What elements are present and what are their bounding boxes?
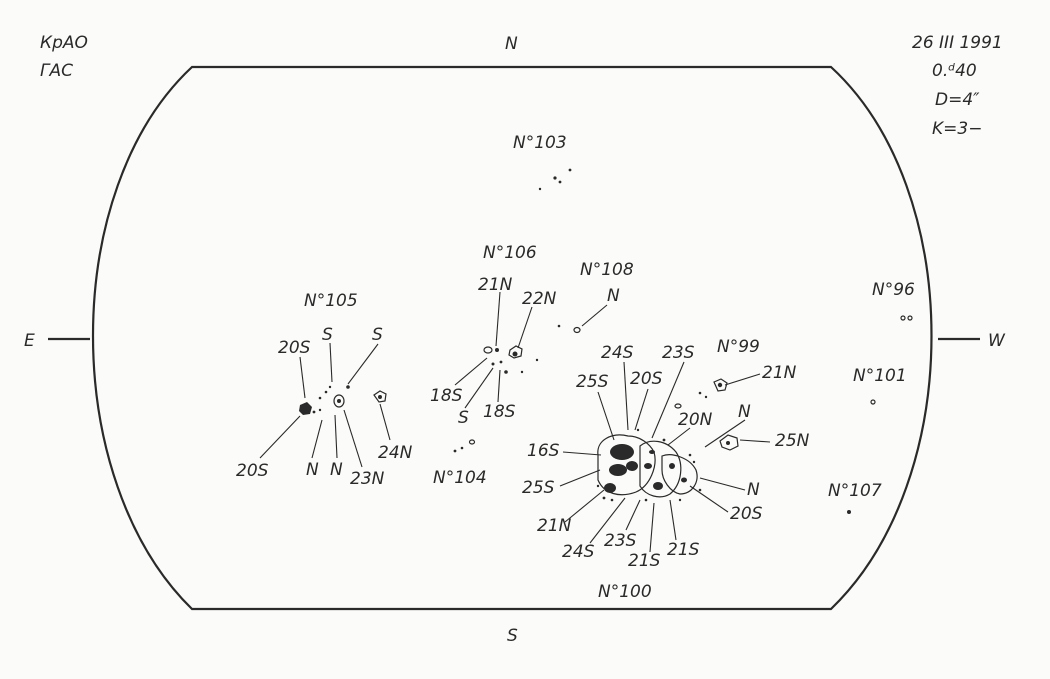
region-99-label-20n: 20N xyxy=(678,410,713,430)
east-label: E xyxy=(24,331,35,351)
region-106-label-18s-b: 18S xyxy=(483,402,516,422)
region-99-label-n: N xyxy=(738,402,751,422)
south-label: S xyxy=(507,626,518,646)
region-105-label-s-a: S xyxy=(322,325,333,345)
region-100-label-23s-b: 23S xyxy=(604,531,637,551)
west-label: W xyxy=(988,331,1006,351)
region-100-label: N°100 xyxy=(598,582,652,602)
region-104-label: N°104 xyxy=(433,468,487,488)
region-100-label-21n: 21N xyxy=(537,516,572,536)
region-105-label: N°105 xyxy=(304,291,358,311)
region-100-label-21s-b: 21S xyxy=(667,540,700,560)
region-99: N°99 21N N 25N 20N xyxy=(678,337,810,451)
region-105-label-n-a: N xyxy=(306,460,319,480)
region-106: N°106 21N 22N 18S S 18S xyxy=(430,243,557,428)
region-100-label-20s-a: 20S xyxy=(630,369,663,389)
region-105-label-20s-a: 20S xyxy=(278,338,311,358)
seeing-label: K=3− xyxy=(932,119,982,139)
region-105-label-24n: 24N xyxy=(378,443,413,463)
region-105-label-s-b: S xyxy=(372,325,383,345)
region-105-label-23n: 23N xyxy=(350,469,385,489)
region-101: N°101 xyxy=(853,366,907,405)
north-label: N xyxy=(505,34,518,54)
region-100-label-24s-b: 24S xyxy=(562,542,595,562)
region-105: N°105 20S S S 20S N N 23N 24N xyxy=(236,291,413,489)
region-106-label-s: S xyxy=(458,408,469,428)
region-96: N°96 xyxy=(872,280,915,321)
region-108-label: N°108 xyxy=(580,260,634,280)
region-108-label-n: N xyxy=(607,286,620,306)
disk-outline xyxy=(91,65,933,611)
region-100-label-25s-a: 25S xyxy=(576,372,609,392)
region-105-label-20s-b: 20S xyxy=(236,461,269,481)
observatory-label: КрАО xyxy=(40,33,88,53)
diameter-label: D=4″ xyxy=(935,90,980,110)
instrument-label: ГАС xyxy=(40,61,73,81)
region-100-label-24s-a: 24S xyxy=(601,343,634,363)
region-96-label: N°96 xyxy=(872,280,915,300)
region-99-label-25n: 25N xyxy=(775,431,810,451)
region-103: N°103 xyxy=(513,133,572,191)
region-106-label-18s-a: 18S xyxy=(430,386,463,406)
region-100: N°100 24S 23S 25S 20S 16S 25S 21N 24S 23… xyxy=(522,343,763,602)
region-100-label-23s-a: 23S xyxy=(662,343,695,363)
region-100-label-n: N xyxy=(747,480,760,500)
region-100-label-16s: 16S xyxy=(527,441,560,461)
date-label: 26 III 1991 xyxy=(912,33,1003,53)
region-105-label-n-b: N xyxy=(330,460,343,480)
region-100-label-21s-a: 21S xyxy=(628,551,661,571)
region-104: N°104 xyxy=(433,439,487,488)
region-99-label-21n: 21N xyxy=(762,363,797,383)
region-107-label: N°107 xyxy=(828,481,882,501)
region-99-label: N°99 xyxy=(717,337,760,357)
region-103-label: N°103 xyxy=(513,133,567,153)
region-100-label-20s-b: 20S xyxy=(730,504,763,524)
region-101-label: N°101 xyxy=(853,366,907,386)
region-106-label-22n: 22N xyxy=(522,289,557,309)
region-108: N°108 N xyxy=(557,260,634,334)
region-106-label-21n: 21N xyxy=(478,275,513,295)
region-100-label-25s-b: 25S xyxy=(522,478,555,498)
time-label: 0.ᵈ40 xyxy=(932,61,977,81)
region-106-label: N°106 xyxy=(483,243,537,263)
region-107: N°107 xyxy=(828,481,882,514)
